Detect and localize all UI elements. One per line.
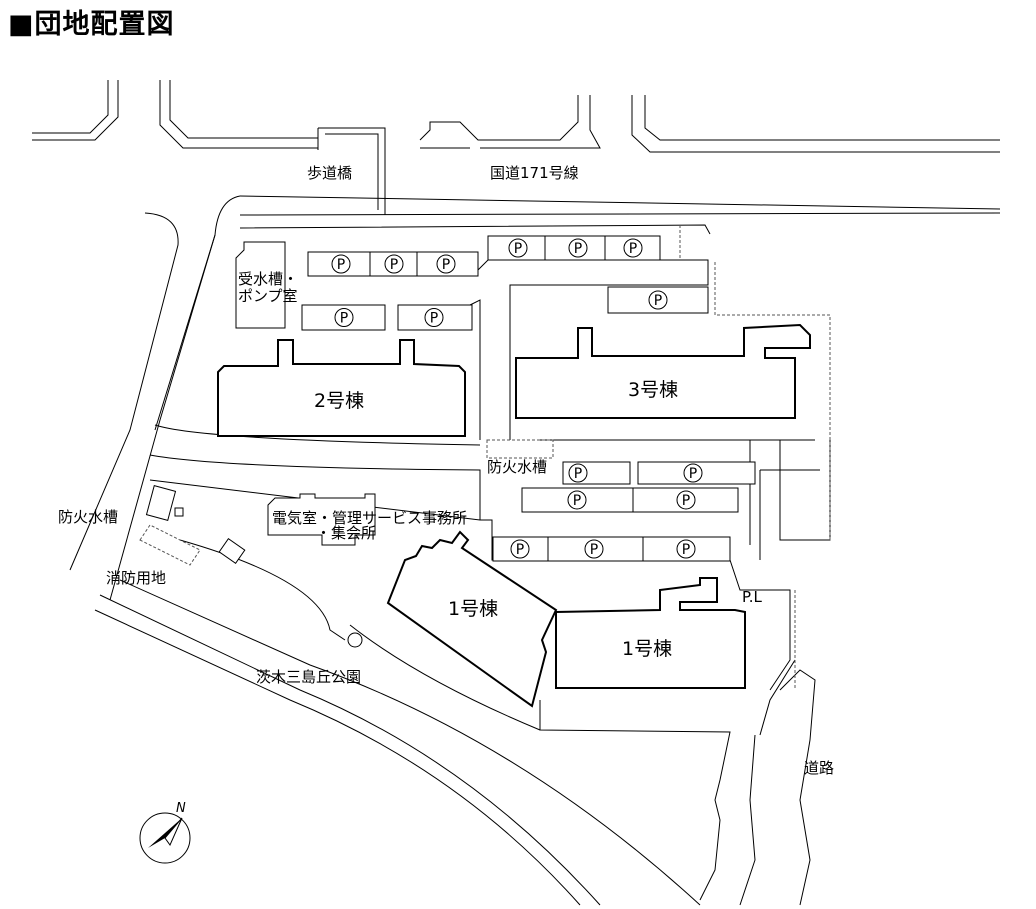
parking-label: P [442,257,450,273]
parking-label: P [574,241,582,257]
parking-space: P [397,304,473,331]
parking-label: P [590,542,598,558]
parking-label: P [337,257,345,273]
parking-icon [676,539,696,559]
parking-icon [568,238,588,258]
parking-label: P [516,542,524,558]
parking-label: P [514,241,522,257]
parking-icon [567,490,587,510]
parking-label: P [340,311,348,327]
label-building-1-west: 1号棟 [448,598,498,620]
parking-icon [384,254,404,274]
fire-water-tank-center [486,439,554,459]
parking-space: P [369,251,418,277]
label-building-1-east: 1号棟 [622,638,672,660]
parking-icon [623,238,643,258]
parking-icon [648,290,668,310]
label-building-3: 3号棟 [628,379,678,401]
label-property-line: P.L [742,588,762,606]
management-office [267,493,376,546]
water-tank-pump-room [235,241,286,329]
parking-icon [331,254,351,274]
north-compass-icon: N [139,801,191,864]
label-building-2: 2号棟 [314,390,364,412]
label-fire-tank-left: 防火水槽 [58,508,118,526]
parking-label: P [654,293,662,309]
parking-label: P [574,466,582,482]
parking-icon [334,308,354,327]
parking-label: P [430,311,438,327]
parking-icon [436,254,456,274]
parking-label: P [390,257,398,273]
parking-icon [584,539,604,559]
parking-space: P [301,304,386,331]
label-fire-land: 消防用地 [106,569,166,587]
parking-icon [508,238,528,258]
page-title: ■団地配置図 [8,9,175,40]
building-1-east [555,577,746,689]
parking-label: P [682,542,690,558]
parking-icon [676,490,696,510]
label-office-2: ・集会所 [316,524,376,542]
parking-space: P [562,461,631,485]
parking-icon [510,539,530,559]
parking-space: P [632,487,739,513]
label-fire-tank-center: 防火水槽 [487,458,547,476]
parking-icon [568,463,588,483]
parking-label: P [682,493,690,509]
label-road: 道路 [804,759,834,777]
building-1-west [386,530,558,708]
road-outlines [32,80,1001,906]
parking-space: P [637,461,756,485]
parking-icon [424,308,444,327]
label-water-tank-2: ポンプ室 [238,287,298,305]
parking-space: P [544,235,606,261]
label-water-tank-1: 受水槽・ [238,270,298,288]
parking-space: P [607,286,709,314]
parking-space: P [604,235,661,261]
parking-space: P [416,251,479,277]
parking-label: P [629,241,637,257]
building-2 [217,339,466,437]
parking-space: P [547,536,644,562]
parking-space: P [642,536,731,562]
building-3 [515,323,811,419]
parking-space: P [487,235,546,261]
parking-label: P [573,493,581,509]
label-footbridge: 歩道橋 [307,164,352,182]
label-office-1: 電気室・管理サービス事務所 [272,509,467,527]
parking-label: P [689,466,697,482]
parking-space: P [521,487,634,513]
parking-icon [683,463,703,483]
north-label: N [176,801,186,816]
tree-marker [347,632,363,648]
parking-space: P [492,536,549,562]
parking-space: P [307,251,371,277]
label-national-road: 国道171号線 [490,164,579,182]
label-park: 茨木三島丘公園 [256,668,361,686]
